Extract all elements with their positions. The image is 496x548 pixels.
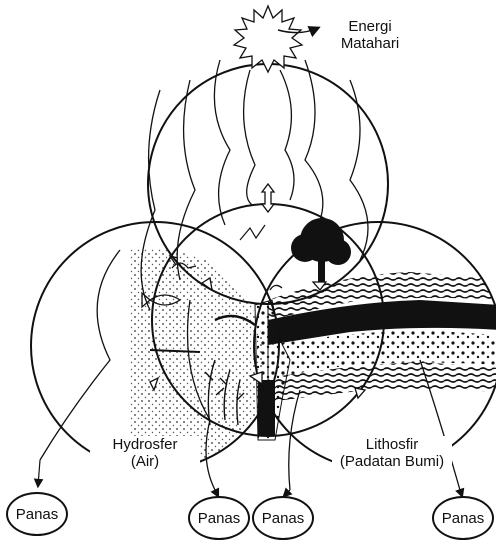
lithosphere-label: Lithosfir (Padatan Bumi)	[332, 436, 452, 471]
energy-label-line1: Energi	[330, 18, 410, 35]
lithosphere-title: Lithosfir	[332, 436, 452, 453]
heat-oval-4: Panas	[432, 496, 494, 540]
energy-label-line2: Matahari	[330, 35, 410, 52]
hydrosphere-title: Hydrosfer	[90, 436, 200, 453]
hydrosphere-label: Hydrosfer (Air)	[90, 436, 200, 471]
sun-icon	[234, 6, 302, 72]
lithosphere-subtitle: (Padatan Bumi)	[332, 453, 452, 470]
hydrosphere-subtitle: (Air)	[90, 453, 200, 470]
energy-label: Energi Matahari	[330, 18, 410, 53]
heat-oval-3: Panas	[252, 496, 314, 540]
heat-oval-2: Panas	[188, 496, 250, 540]
heat-oval-1: Panas	[6, 492, 68, 536]
